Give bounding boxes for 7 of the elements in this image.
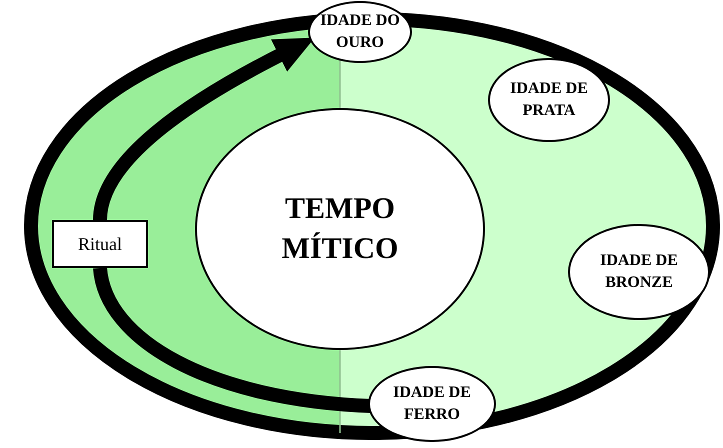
oval-label: IDADE DE PRATA	[509, 79, 589, 121]
oval-label: IDADE DE BRONZE	[599, 251, 679, 293]
oval-label: TEMPO MÍTICO	[280, 190, 400, 267]
box-label: Ritual	[78, 234, 122, 254]
label-box	[52, 220, 148, 268]
oval-label: IDADE DO OURO	[319, 11, 401, 53]
oval-label: IDADE DE FERRO	[392, 383, 472, 425]
